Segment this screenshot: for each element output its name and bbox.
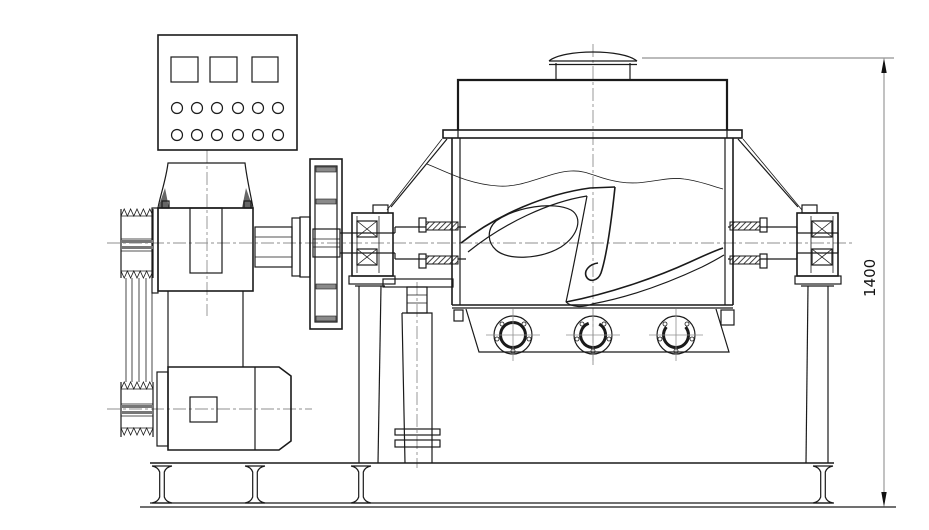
- dimension-label: 1400: [861, 259, 879, 297]
- gear-reducer: [151, 162, 254, 367]
- dimension-annotation: 1400: [642, 57, 894, 507]
- sigma-blade: [460, 186, 725, 308]
- bearing-symbol-top: [811, 220, 833, 238]
- bearing-symbol-bottom: [811, 248, 833, 266]
- discharge-ports: [486, 309, 703, 361]
- blade-bottom-tip: [565, 301, 593, 308]
- pulley-grooves-top: [120, 381, 154, 390]
- arrowhead-bottom: [881, 492, 887, 507]
- trough-tab-left: [453, 309, 464, 322]
- electric-motor: [156, 366, 292, 451]
- port-flange-1: [486, 309, 540, 361]
- port-flange-2: [566, 309, 620, 361]
- brace-right-b: [742, 138, 803, 211]
- control-panel: [157, 34, 298, 151]
- large-pulley: [120, 208, 154, 279]
- mixing-chamber: [386, 51, 803, 309]
- motor-terminal-box: [189, 396, 218, 423]
- stuffing-box-right: [729, 217, 768, 269]
- brace-left-a: [390, 138, 448, 208]
- gear-rim-inner: [314, 165, 338, 323]
- gearbox-bell: [157, 162, 254, 209]
- bearing-symbol-top: [356, 220, 378, 238]
- gland-flange-bottom: [759, 253, 768, 269]
- material-level: [426, 163, 724, 190]
- control-panel-enclosure: [157, 34, 298, 151]
- arrowhead-top: [881, 58, 887, 73]
- support-leg-left: [355, 285, 385, 464]
- small-pulley: [120, 381, 154, 437]
- gearbox-side-plate: [151, 207, 159, 294]
- main-gear: [309, 158, 343, 330]
- gear-hub: [312, 228, 341, 258]
- i-beam-section-1: [151, 465, 173, 504]
- brace-left-b: [386, 138, 443, 211]
- column-band-lower: [394, 439, 441, 448]
- gear-rim-outer: [309, 158, 343, 330]
- support-column-middle: [382, 278, 454, 464]
- port-flange-3: [649, 309, 703, 361]
- pedestal-base: [794, 275, 842, 285]
- feed-flange: [442, 129, 743, 139]
- dome-arc: [548, 51, 638, 62]
- motor-end-plate: [156, 371, 169, 447]
- coupling-flange: [291, 217, 301, 277]
- discharge-trough: [453, 308, 735, 353]
- pedestal-base: [348, 275, 396, 285]
- panel-button-row-2: [170, 128, 285, 142]
- v-belts: [125, 278, 153, 382]
- pedestal-cap-tab: [372, 204, 389, 214]
- gland-flange-bottom: [418, 253, 427, 269]
- trough-tab-right: [720, 309, 735, 326]
- dome-cap: [548, 51, 638, 80]
- stuffing-box-left: [418, 217, 459, 269]
- motor-body: [167, 366, 292, 451]
- coupling-plate: [299, 216, 311, 278]
- bearing-pedestal-right: [794, 204, 842, 285]
- bearing-symbol-bottom: [356, 248, 378, 266]
- base-frame: [140, 462, 896, 508]
- i-beam-section-4: [812, 465, 834, 504]
- pedestal-housing: [351, 212, 394, 277]
- panel-indicator-2: [209, 56, 238, 83]
- output-coupling: [254, 216, 311, 278]
- bell-fillet-right: [242, 188, 253, 208]
- i-beam-section-2: [244, 465, 266, 504]
- gland-flange-top: [759, 217, 768, 233]
- column-band-upper: [394, 428, 441, 436]
- chamber-hood: [456, 78, 729, 130]
- i-beam-section-3: [350, 465, 372, 504]
- blade-inner-opening: [488, 205, 579, 258]
- bearing-pedestal-left: [348, 204, 396, 285]
- gearbox-inspection-window: [189, 207, 223, 274]
- pulley-grooves-bottom: [120, 427, 154, 436]
- saddle-plate: [382, 278, 454, 288]
- column-body: [401, 312, 433, 464]
- pedestal-cap-tab: [801, 204, 818, 214]
- brace-right-a: [737, 138, 799, 208]
- panel-indicator-1: [170, 56, 199, 83]
- gland-flange-top: [418, 217, 427, 233]
- pulley-grooves-top: [120, 208, 154, 217]
- panel-indicator-3: [251, 56, 279, 83]
- panel-button-row-1: [170, 101, 285, 115]
- pulley-grooves-bottom: [120, 270, 154, 279]
- support-leg-right: [801, 285, 834, 464]
- gearbox-body: [157, 207, 254, 292]
- bell-fillet-left: [158, 188, 169, 208]
